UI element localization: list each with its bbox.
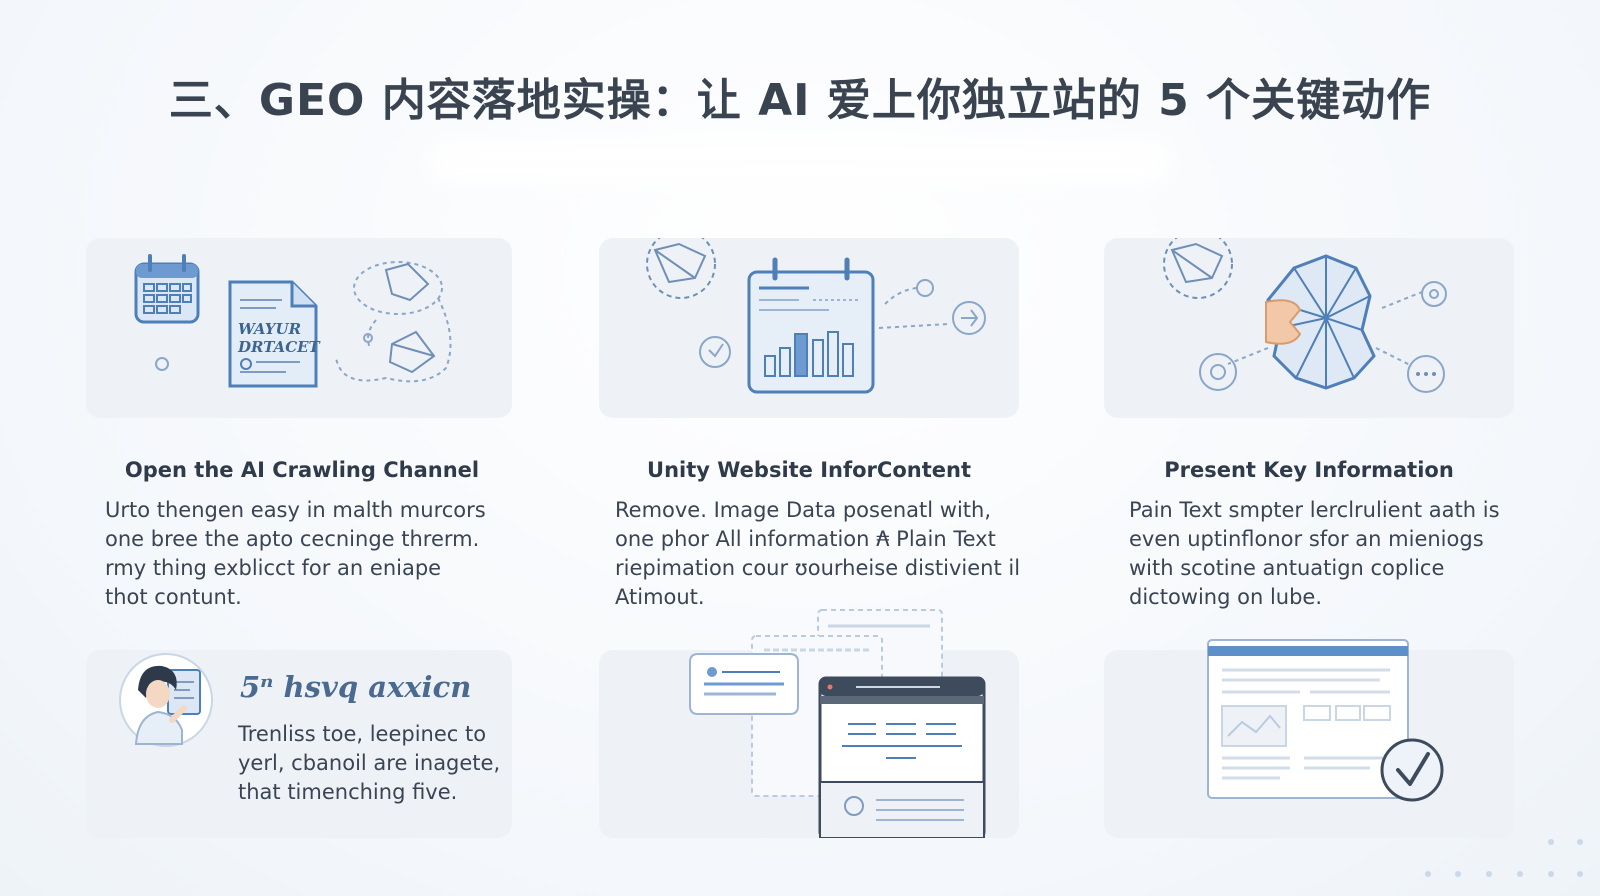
svg-text:DRTACET: DRTACET	[237, 338, 322, 356]
card-body-website: Remove. Image Data posenatl with,one pho…	[615, 498, 1021, 609]
card-key-info-illustration	[1104, 238, 1514, 418]
card-heading-website: Unity Website InforContent	[647, 458, 971, 482]
calendar-icon	[134, 254, 200, 324]
card-heading-crawling: Open the AI Crawling Channel	[124, 458, 480, 482]
card-heading-key-info: Present Key Information	[1164, 458, 1454, 482]
page-title: 三、GEO 内容落地实操：让 AI 爱上你独立站的 5 个关键动作	[168, 75, 1432, 126]
globe-icon	[1163, 238, 1233, 299]
document-icon: WAYUR DRTACET	[228, 280, 322, 388]
report-window-icon	[1207, 639, 1409, 799]
chat-bubble-icon	[689, 653, 799, 715]
browser-window-icon	[818, 676, 986, 838]
knowledge-gear-icon	[1265, 254, 1376, 390]
card-crawling-illustration: WAYUR DRTACET	[86, 238, 512, 418]
checkmark-icon	[1380, 738, 1444, 802]
globe-icon	[646, 238, 716, 299]
title-blur-shadow	[430, 140, 1170, 184]
person-avatar-icon	[119, 653, 213, 747]
dashboard-chart-icon	[747, 257, 875, 394]
card-website-illustration	[599, 238, 1019, 418]
bottom-card-person	[86, 650, 512, 838]
browser-windows-illustration	[689, 609, 986, 838]
svg-text:WAYUR: WAYUR	[238, 320, 301, 338]
handwritten-heading: 5ⁿ hsvq axxicn	[240, 670, 472, 704]
document-check-illustration	[1207, 639, 1444, 802]
